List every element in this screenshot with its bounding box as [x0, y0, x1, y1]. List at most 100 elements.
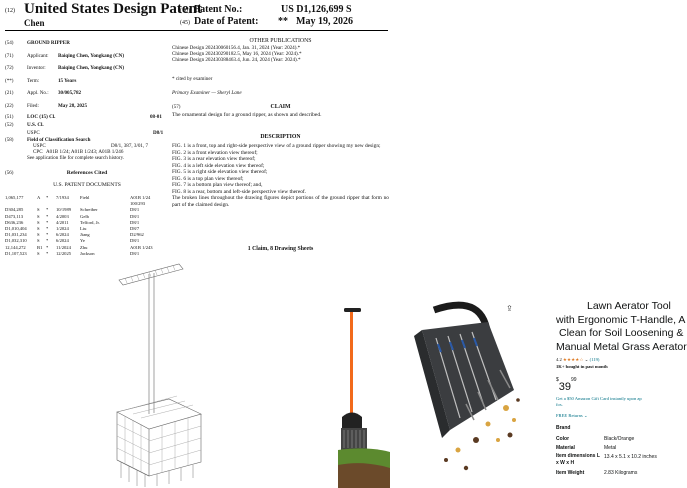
reference-cell-kind: S	[37, 207, 40, 213]
reference-cell-star: *	[46, 207, 49, 213]
claim-text: The ornamental design for a ground rippe…	[172, 112, 322, 118]
reference-cell-cls: A01B 1/243	[130, 244, 153, 250]
product-title-line-1[interactable]: Lawn Aerator Tool	[587, 300, 671, 312]
field-value: Baiqing Chen, Yongkang (CN)	[58, 65, 125, 71]
field-label: Applicant:	[27, 53, 49, 59]
date-marks: **	[278, 16, 288, 27]
reference-cell-name: Schreiber	[80, 207, 98, 213]
aerator-closeup-image	[414, 301, 520, 471]
date-label: Date of Patent:	[194, 16, 259, 27]
chevron-down-icon: ⌄	[583, 413, 588, 418]
field-value: Baiqing Chen, Yongkang (CN)	[58, 53, 125, 59]
spec-color-value: Black/Orange	[604, 436, 635, 442]
field-label: Appl. No.:	[27, 90, 49, 96]
uspc-label: USPC	[27, 130, 40, 136]
reference-cell-date: 10/1989	[56, 207, 72, 213]
free-returns-link[interactable]: FREE Returns ⌄	[556, 413, 588, 418]
product-title-line-3[interactable]: Clean for Soil Loosening &	[559, 327, 684, 339]
code-10: (10)	[180, 8, 190, 14]
field-label: Inventor:	[27, 65, 46, 71]
reference-cell-date: 12/2025	[56, 250, 72, 256]
field-value: May 28, 2025	[58, 103, 88, 109]
reference-cell-kind: S	[37, 238, 40, 244]
reference-cell-cls: D8/1	[130, 219, 140, 225]
references-title: References Cited	[66, 170, 108, 176]
reference-cell-star: *	[46, 238, 49, 244]
field-label: Filed:	[27, 103, 39, 109]
reference-cell-date: 4/2011	[56, 219, 69, 225]
reference-cell-kind: A	[37, 195, 41, 200]
spec-brand-label: Brand	[556, 425, 571, 431]
spec-color-label: Color	[556, 436, 570, 442]
claim-title: CLAIM	[270, 104, 291, 110]
description-line: FIG. 8 is a rear, bottom and left-side p…	[172, 188, 307, 195]
reference-cell-name: Jiang	[80, 232, 90, 238]
reference-cell-no: D304,285	[5, 207, 24, 213]
gift-card-offer[interactable]: Get a $50 Amazon Gift Card instantly upo…	[556, 396, 642, 401]
classification-title: Field of Classification Search	[27, 137, 91, 143]
rating-stars: ★★★★☆	[562, 357, 584, 362]
price-symbol: $	[556, 377, 559, 383]
reference-cell-kind: S	[37, 213, 40, 219]
reference-cell-name: Zhu	[80, 244, 88, 250]
code-56: (56)	[5, 170, 14, 176]
reference-cell-date: 1/2024	[56, 226, 69, 231]
field-code: (52)	[5, 122, 14, 128]
field-label: LOC (15) Cl.	[27, 114, 56, 120]
reference-cell-cls: D8/1	[130, 213, 140, 219]
reference-cell-star: *	[46, 226, 49, 231]
reference-cell-name: Jackson	[80, 250, 95, 256]
reference-cell-no: D1,010,404	[5, 226, 27, 231]
reference-cell-star: *	[46, 250, 49, 256]
reference-cell-name: Telford, Jr.	[80, 219, 100, 225]
class-uspc-value: D8/1, 387, 3/01, 7	[111, 143, 149, 149]
ground-ripper-drawing	[116, 263, 202, 487]
field-code: (72)	[5, 65, 14, 71]
cited-by-examiner: * cited by examiner	[172, 76, 213, 82]
reference-cell-cls: D8/1	[130, 207, 140, 213]
field-value: 08-01	[150, 114, 162, 120]
spec-material-value: Metal	[604, 445, 617, 451]
share-icon[interactable]: ⇪	[506, 304, 513, 313]
description-line: FIG. 3 is a rear elevation view thereof;	[172, 156, 256, 162]
review-count[interactable]: (119)	[589, 357, 600, 362]
other-publications-title: OTHER PUBLICATIONS	[249, 38, 312, 44]
field-value: 30/005,782	[58, 90, 82, 96]
drawing-sheets-summary: 1 Claim, 8 Drawing Sheets	[247, 246, 314, 252]
field-code: (21)	[5, 90, 14, 96]
patent-date: May 19, 2026	[296, 16, 353, 27]
description-body: FIG. 1 is a front, top and right-side pe…	[172, 143, 389, 208]
reference-cell-kind: S	[37, 226, 40, 231]
description-line: FIG. 4 is a left side elevation view the…	[172, 162, 265, 169]
patent-title: United States Design Patent	[24, 1, 202, 17]
description-title: DESCRIPTION	[260, 134, 301, 140]
rating-row[interactable]: 4.2 ★★★★☆ ⌄ (119)	[556, 357, 599, 363]
reference-cell-no: 12,144,272	[5, 244, 26, 250]
description-line: FIG. 1 is a front, top and right-side pe…	[172, 143, 381, 149]
description-line: FIG. 7 is a bottom plan view thereof; an…	[172, 182, 263, 188]
class-cpc-value: A01B 1/24; A01B 1/243; A01B 1/246	[46, 149, 124, 155]
price-whole: 39	[558, 381, 572, 393]
code-45: (45)	[180, 20, 190, 26]
reference-cell-cls: 100/293	[130, 201, 146, 207]
product-title-line-4[interactable]: Manual Metal Grass Aerator	[556, 340, 687, 353]
spec-weight-label: Item Weight	[556, 470, 585, 476]
reference-cell-name: Ye	[80, 238, 85, 244]
reference-cell-kind: S	[37, 219, 40, 225]
rating-value: 4.2	[556, 357, 562, 362]
reference-cell-date: 6/2024	[56, 232, 69, 238]
product-info: Lawn Aerator Tool with Ergonomic T-Handl…	[523, 300, 687, 354]
price-fraction: 99	[571, 377, 577, 383]
gift-card-offer-2[interactable]: fos.	[556, 402, 563, 407]
reference-cell-date: 4/2003	[56, 213, 69, 219]
spec-material-label: Material	[556, 445, 575, 451]
spec-dimensions-value: 13.4 x 5.1 x 10.2 inches	[604, 454, 657, 460]
reference-cell-star: *	[46, 219, 49, 225]
reference-cell-no: D636,236	[5, 219, 24, 225]
product-photo	[338, 301, 520, 488]
reference-cell-no: D1,107,523	[5, 250, 27, 256]
publication-2: Chinese Design 202430290182.5, May 16, 2…	[172, 51, 302, 57]
description-line: FIG. 6 is a top plan view thereof;	[172, 175, 244, 182]
reference-cell-star: *	[46, 213, 49, 219]
product-title-line-2[interactable]: with Ergonomic T-Handle, A	[556, 313, 686, 326]
